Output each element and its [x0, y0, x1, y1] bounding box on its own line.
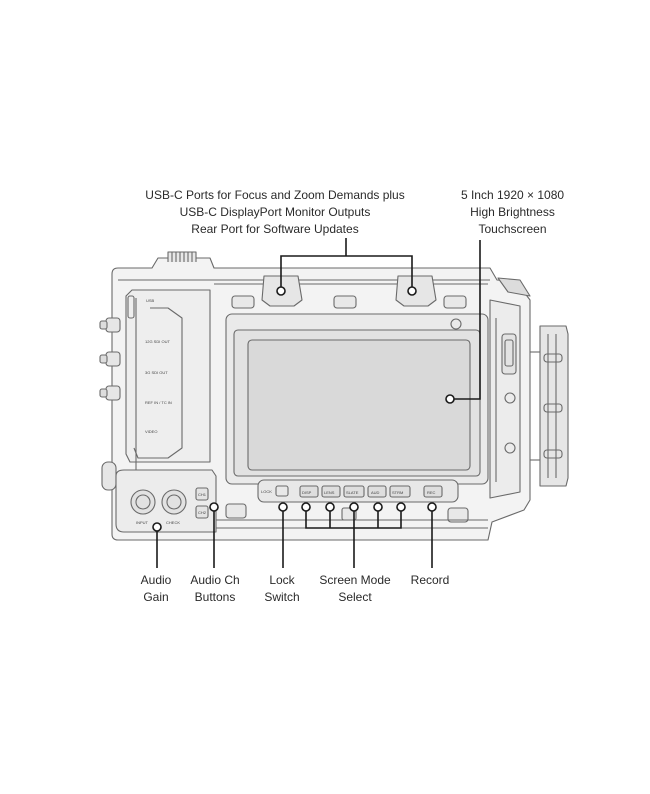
callout-record-line-1: Record — [410, 573, 450, 587]
label-usb: USB — [146, 298, 155, 303]
side-port — [101, 461, 117, 491]
bnc-connector-3 — [105, 385, 121, 401]
lock-switch-body — [275, 485, 289, 497]
touchscreen — [247, 339, 471, 471]
label-check: CHECK — [166, 520, 180, 525]
marker-lens — [325, 502, 335, 512]
marker-audio-ch — [209, 502, 219, 512]
marker-strm — [396, 502, 406, 512]
label-sdi-3g: 3G SDI OUT — [145, 370, 168, 375]
audio-ch-button-2 — [195, 505, 209, 519]
callout-audio-ch-buttons-line-2: Buttons — [194, 590, 236, 604]
callout-lock-switch: Lock Switch — [252, 572, 312, 606]
callout-screen-mode-select: Screen Mode Select — [310, 572, 400, 606]
connector-panel — [125, 289, 211, 463]
lens-button-outline — [321, 485, 341, 498]
gain-knob-2 — [161, 489, 187, 515]
callout-audio-ch-buttons: Audio Ch Buttons — [180, 572, 250, 606]
callout-audio-gain-line-2: Gain — [143, 590, 169, 604]
leader-touchscreen — [450, 240, 481, 400]
marker-usb-left — [276, 286, 286, 296]
callout-usb-ports: USB-C Ports for Focus and Zoom Demands p… — [125, 187, 425, 238]
label-aud: AUD — [371, 490, 380, 495]
side-grip — [539, 325, 569, 487]
callout-usb-ports-line-2: USB-C DisplayPort Monitor Outputs — [179, 205, 371, 219]
disp-button-outline — [299, 485, 319, 498]
callout-audio-gain: Audio Gain — [126, 572, 186, 606]
callout-touchscreen-line-2: High Brightness — [470, 205, 555, 219]
callout-audio-gain-line-1: Audio — [140, 573, 172, 587]
rec-button-outline — [423, 485, 443, 498]
label-lens: LENS — [324, 490, 335, 495]
callout-audio-ch-buttons-line-1: Audio Ch — [190, 573, 240, 587]
callout-screen-mode-select-line-1: Screen Mode — [319, 573, 391, 587]
callout-usb-ports-line-3: Rear Port for Software Updates — [191, 222, 359, 236]
callout-touchscreen-line-3: Touchscreen — [478, 222, 547, 236]
marker-record — [427, 502, 437, 512]
strm-button-outline — [389, 485, 411, 498]
marker-audio-gain — [152, 522, 162, 532]
label-rec: REC — [427, 490, 436, 495]
aud-button-outline — [367, 485, 387, 498]
marker-slate — [349, 502, 359, 512]
label-disp: DISP — [302, 490, 312, 495]
top-knob — [167, 251, 197, 262]
callout-lock-switch-line-1: Lock — [269, 573, 295, 587]
gain-knob-1 — [130, 489, 156, 515]
callout-lock-switch-line-2: Switch — [264, 590, 300, 604]
audio-ch-button-1 — [195, 487, 209, 501]
label-ch2: CH2 — [198, 510, 207, 515]
marker-touchscreen — [445, 394, 455, 404]
marker-disp — [301, 502, 311, 512]
label-sdi-12g: 12G SDI OUT — [145, 339, 170, 344]
label-lock: LOCK — [261, 489, 272, 494]
slate-button-outline — [343, 485, 365, 498]
marker-usb-right — [407, 286, 417, 296]
bnc-connector-1 — [105, 317, 121, 333]
label-strm: STRM — [392, 490, 403, 495]
callout-touchscreen: 5 Inch 1920 × 1080 High Brightness Touch… — [440, 187, 585, 238]
label-slate: SLATE — [346, 490, 359, 495]
callout-usb-ports-line-1: USB-C Ports for Focus and Zoom Demands p… — [145, 188, 405, 202]
bnc-connector-2 — [105, 351, 121, 367]
callout-record: Record — [400, 572, 460, 589]
leader-screen-mode-select — [305, 508, 402, 568]
label-video: VIDEO — [145, 429, 157, 434]
marker-lock — [278, 502, 288, 512]
callout-screen-mode-select-line-2: Select — [338, 590, 372, 604]
callout-touchscreen-line-1: 5 Inch 1920 × 1080 — [460, 188, 565, 202]
label-ch1: CH1 — [198, 492, 207, 497]
label-ref-in: REF IN / TC IN — [145, 400, 172, 405]
label-input: INPUT — [136, 520, 149, 525]
marker-aud — [373, 502, 383, 512]
